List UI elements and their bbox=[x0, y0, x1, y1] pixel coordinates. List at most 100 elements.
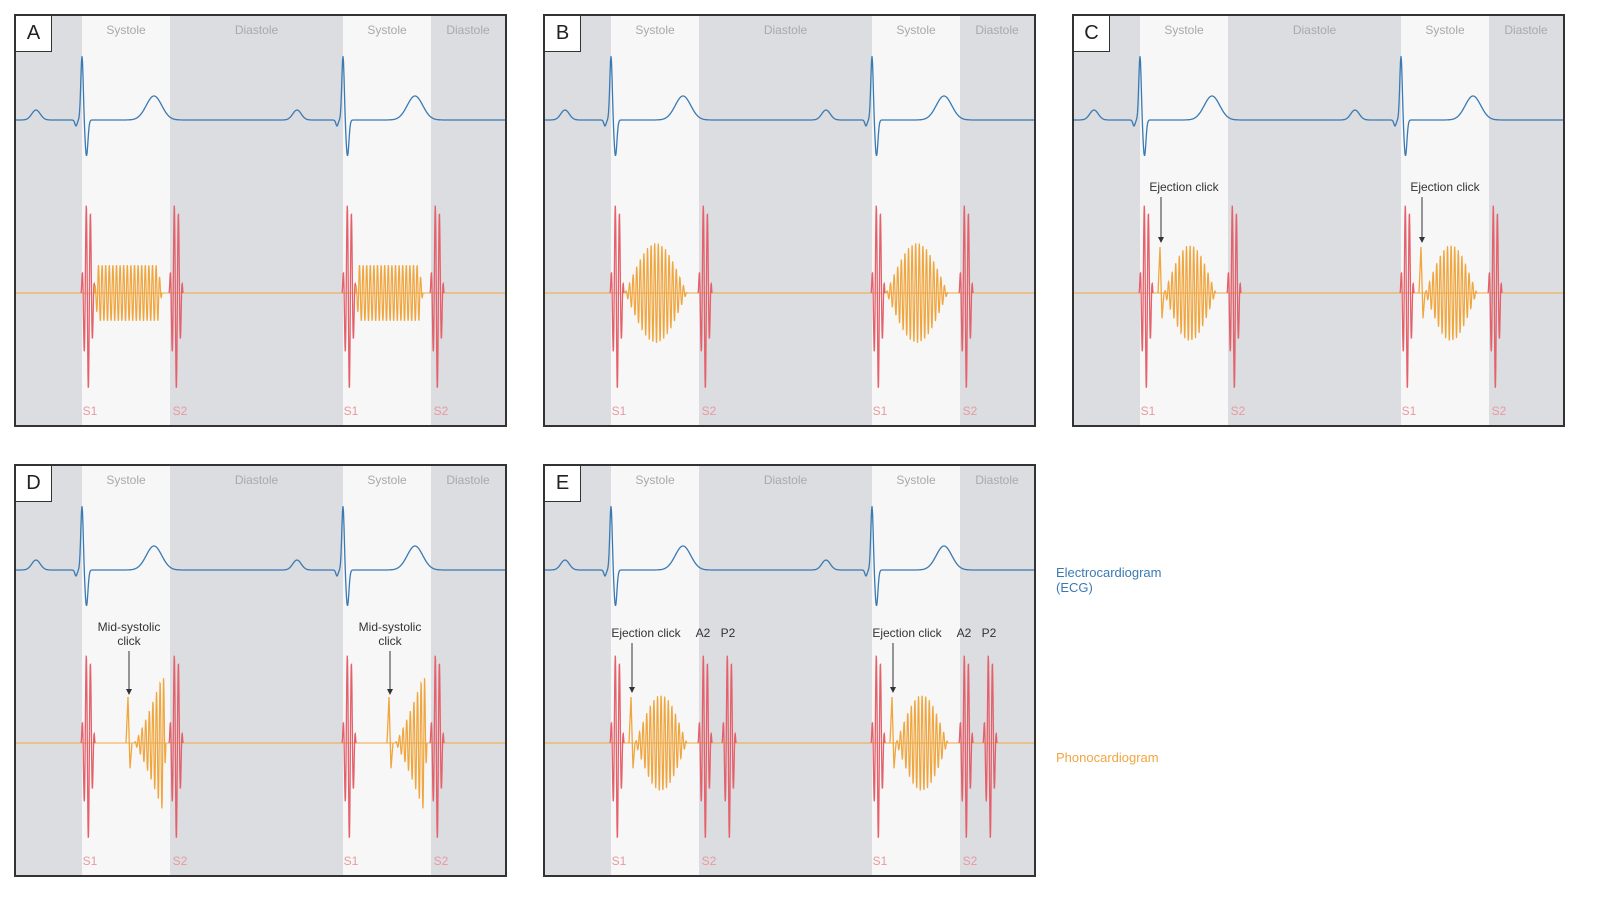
murmur-trace bbox=[634, 695, 688, 791]
systole-band bbox=[343, 16, 431, 425]
s1-sound bbox=[1138, 205, 1154, 388]
systole-label: Systole bbox=[1425, 23, 1465, 37]
murmur-trace bbox=[885, 243, 949, 344]
systole-band bbox=[82, 466, 170, 875]
diastole-label: Diastole bbox=[764, 23, 808, 37]
murmur-trace bbox=[1163, 245, 1217, 341]
s1-sound bbox=[341, 205, 357, 388]
s2-p2-sound bbox=[721, 655, 737, 838]
diastole-label: Diastole bbox=[446, 23, 490, 37]
s2-a2-sound bbox=[697, 655, 713, 838]
s1-sound bbox=[870, 655, 886, 838]
murmur-trace bbox=[394, 678, 428, 809]
legend-ecg: Electrocardiogram (ECG) bbox=[1056, 565, 1186, 595]
systole-label: Systole bbox=[896, 473, 936, 487]
diastole-label: Diastole bbox=[975, 473, 1019, 487]
legend-pcg-label: Phonocardiogram bbox=[1056, 750, 1159, 765]
ejection-click bbox=[628, 696, 636, 769]
s2-a2-sound bbox=[958, 655, 974, 838]
systole-band bbox=[82, 16, 170, 425]
a2-label: A2 bbox=[696, 626, 711, 640]
systole-band bbox=[611, 16, 699, 425]
s1-sound bbox=[609, 205, 625, 388]
click-arrow-head bbox=[126, 689, 132, 695]
s1-label: S1 bbox=[873, 854, 888, 868]
panel-letter: C bbox=[1074, 16, 1110, 52]
systole-band bbox=[343, 466, 431, 875]
legend-ecg-line1: Electrocardiogram bbox=[1056, 565, 1162, 580]
systole-label: Systole bbox=[635, 23, 675, 37]
systole-label: Systole bbox=[367, 473, 407, 487]
systole-label: Systole bbox=[106, 473, 146, 487]
s2-label: S2 bbox=[702, 854, 717, 868]
s1-sound bbox=[609, 655, 625, 838]
s2-label: S2 bbox=[434, 404, 449, 418]
ejection-click bbox=[889, 696, 897, 769]
s2-label: S2 bbox=[173, 404, 188, 418]
murmur-trace bbox=[1424, 245, 1478, 341]
click-annotation: Ejection click bbox=[1149, 180, 1219, 194]
click-arrow-head bbox=[1419, 237, 1425, 243]
systole-band bbox=[1140, 16, 1228, 425]
ecg-trace bbox=[1074, 56, 1563, 157]
s2-sound bbox=[1487, 205, 1503, 388]
click-annotation-line2: click bbox=[378, 634, 402, 648]
diastole-label: Diastole bbox=[235, 473, 279, 487]
ecg-trace bbox=[16, 506, 505, 607]
diastole-label: Diastole bbox=[764, 473, 808, 487]
s1-label: S1 bbox=[83, 404, 98, 418]
click-annotation: Ejection click bbox=[1410, 180, 1480, 194]
legend-ecg-line2: (ECG) bbox=[1056, 580, 1093, 595]
s2-label: S2 bbox=[963, 854, 978, 868]
systole-label: Systole bbox=[1164, 23, 1204, 37]
systole-label: Systole bbox=[635, 473, 675, 487]
ecg-trace bbox=[545, 56, 1034, 157]
systole-label: Systole bbox=[367, 23, 407, 37]
murmur-trace bbox=[895, 695, 949, 791]
systole-label: Systole bbox=[106, 23, 146, 37]
click-annotation-line2: click bbox=[117, 634, 141, 648]
panel-letter: E bbox=[545, 466, 581, 502]
s1-label: S1 bbox=[1402, 404, 1417, 418]
click-annotation-line1: Mid-systolic bbox=[98, 620, 161, 634]
click-arrow-head bbox=[629, 687, 635, 693]
s2-sound bbox=[429, 655, 445, 838]
s2-sound bbox=[168, 205, 184, 388]
systole-band bbox=[872, 466, 960, 875]
murmur-trace bbox=[354, 264, 424, 322]
mid-systolic-click bbox=[386, 696, 394, 769]
legend-pcg: Phonocardiogram bbox=[1056, 750, 1159, 765]
p2-label: P2 bbox=[721, 626, 736, 640]
p2-label: P2 bbox=[982, 626, 997, 640]
click-arrow-head bbox=[890, 687, 896, 693]
s2-label: S2 bbox=[173, 854, 188, 868]
diastole-label: Diastole bbox=[975, 23, 1019, 37]
s2-label: S2 bbox=[963, 404, 978, 418]
systole-label: Systole bbox=[896, 23, 936, 37]
s1-sound bbox=[341, 655, 357, 838]
s2-label: S2 bbox=[434, 854, 449, 868]
click-arrow-head bbox=[1158, 237, 1164, 243]
s1-label: S1 bbox=[344, 854, 359, 868]
s1-label: S1 bbox=[344, 404, 359, 418]
a2-label: A2 bbox=[957, 626, 972, 640]
s2-label: S2 bbox=[702, 404, 717, 418]
panel-letter: B bbox=[545, 16, 581, 52]
click-annotation: Ejection click bbox=[611, 626, 681, 640]
s2-sound bbox=[697, 205, 713, 388]
ejection-click bbox=[1418, 246, 1426, 319]
s1-sound bbox=[80, 205, 96, 388]
diastole-label: Diastole bbox=[1504, 23, 1548, 37]
s1-sound bbox=[870, 205, 886, 388]
s1-label: S1 bbox=[83, 854, 98, 868]
s2-label: S2 bbox=[1492, 404, 1507, 418]
